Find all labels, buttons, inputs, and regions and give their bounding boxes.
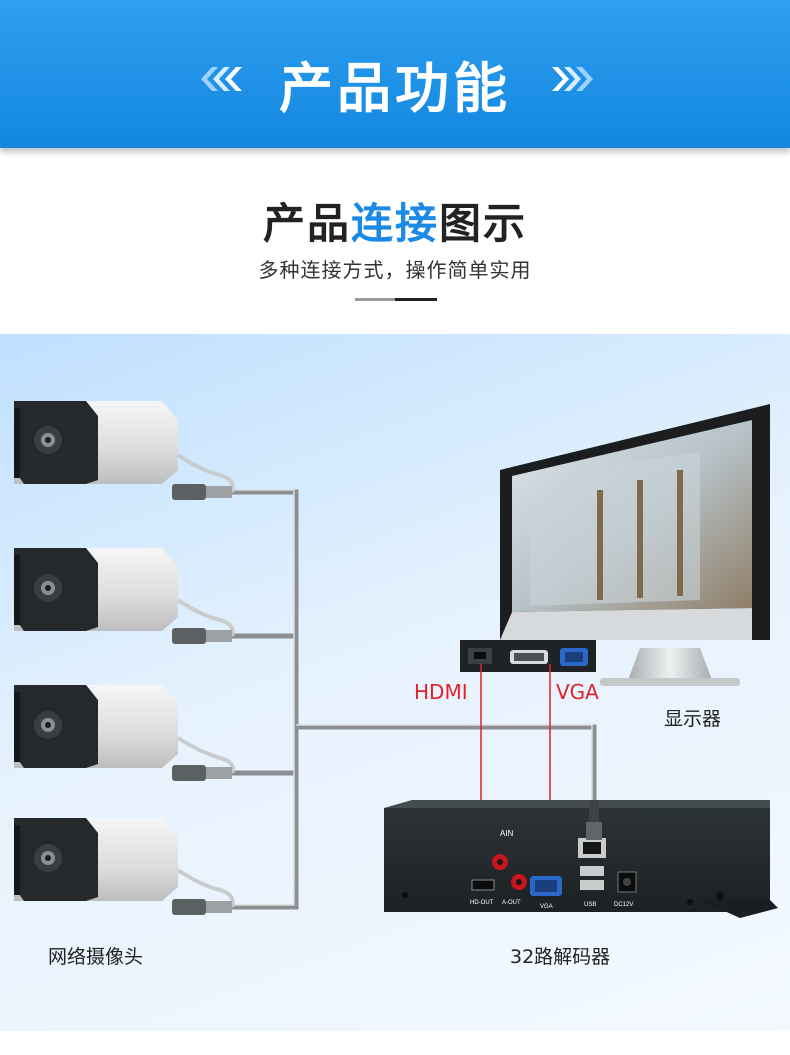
port-label-aout: A-OUT [502, 900, 521, 906]
camera-icon [14, 818, 235, 915]
cameras-label: 网络摄像头 [48, 946, 144, 968]
bottom-strip [0, 1031, 790, 1055]
monitor-icon [500, 404, 770, 686]
connection-diagram: AIN HD-OUT A-OUT VGA USB DC12V HDMI VGA … [0, 334, 790, 1055]
port-label-ain: AIN [500, 829, 514, 838]
vga-label: VGA [556, 680, 599, 704]
decoder-icon [384, 800, 778, 918]
display-label: 显示器 [664, 708, 722, 730]
camera-icon [14, 685, 235, 781]
port-label-vga: VGA [540, 904, 553, 910]
port-label-dc: DC12V [614, 902, 633, 908]
monitor-port-strip [460, 640, 596, 672]
title-part: 图示 [439, 199, 528, 248]
chevron-left-icon [201, 67, 242, 91]
decoder-label: 32路解码器 [510, 946, 611, 968]
section-title: 产品连接图示 [0, 190, 790, 251]
camera-icon [14, 548, 235, 644]
banner-title: 产品功能 [279, 57, 511, 120]
header-banner: 产品功能 [0, 0, 790, 148]
title-part: 产品 [262, 199, 351, 248]
section-subtitle: 多种连接方式，操作简单实用 [258, 258, 532, 282]
port-label-usb: USB [584, 902, 596, 908]
port-label-hdout: HD-OUT [470, 900, 494, 906]
title-highlight: 连接 [350, 199, 439, 248]
camera-cables [232, 489, 597, 910]
camera-icon [14, 401, 235, 500]
hdmi-label: HDMI [414, 680, 468, 704]
chevron-right-icon [552, 67, 593, 91]
title-underline [355, 298, 437, 301]
